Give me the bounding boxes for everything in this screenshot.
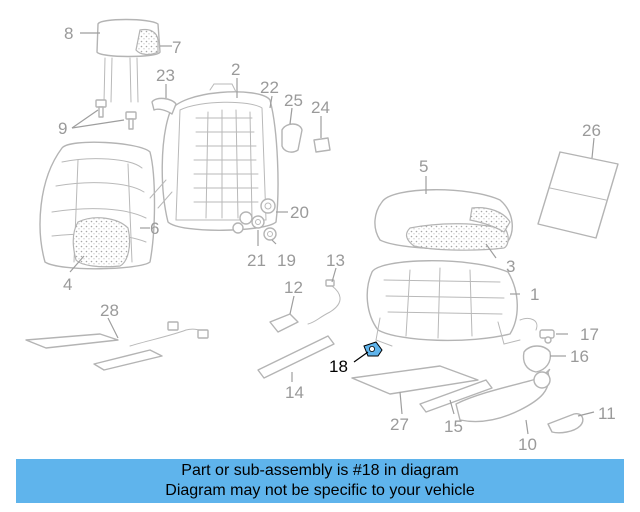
- callout-15: 15: [444, 417, 463, 436]
- callout-2: 2: [231, 60, 240, 79]
- callout-22: 22: [260, 78, 279, 97]
- motor-16: [522, 345, 552, 373]
- bracket-23: [151, 97, 177, 115]
- seat-cushion-frame: [366, 260, 538, 347]
- info-banner: Part or sub-assembly is #18 in diagram D…: [16, 459, 624, 503]
- knob-25: [281, 123, 303, 153]
- callout-4: 4: [63, 275, 72, 294]
- callout-labels: 8 7 23 2 22 25 24 9 26 5 20 6 21 19 3 13…: [58, 24, 616, 454]
- callout-3: 3: [506, 257, 515, 276]
- washer-21: [251, 215, 265, 229]
- headrest-guides: [95, 99, 137, 130]
- seat-parts-diagram: 8 7 23 2 22 25 24 9 26 5 20 6 21 19 3 13…: [25, 18, 619, 454]
- washer-20: [260, 198, 276, 214]
- callout-14: 14: [285, 383, 304, 402]
- callout-5: 5: [419, 157, 428, 176]
- callout-9: 9: [58, 119, 67, 138]
- trim-15: [419, 379, 493, 413]
- banner-line-2: Diagram may not be specific to your vehi…: [165, 482, 475, 499]
- seat-back-cover: [39, 141, 156, 270]
- clip-24: [313, 137, 331, 153]
- headrest: [96, 18, 161, 103]
- harness-28: [25, 321, 209, 371]
- trim-14: [257, 335, 335, 379]
- callout-10: 10: [518, 435, 537, 454]
- callout-19: 19: [277, 251, 296, 270]
- callout-20: 20: [290, 203, 309, 222]
- callout-12: 12: [284, 278, 303, 297]
- leader-lines: [69, 32, 595, 435]
- callout-11: 11: [598, 404, 616, 423]
- callout-23: 23: [156, 66, 175, 85]
- switch-12: [269, 313, 299, 333]
- cable-13: [307, 279, 341, 325]
- part-18-clip: [363, 341, 383, 357]
- callout-6: 6: [150, 219, 159, 238]
- callout-13: 13: [326, 251, 345, 270]
- callout-26: 26: [582, 121, 601, 140]
- callout-16: 16: [570, 347, 589, 366]
- callout-17: 17: [580, 325, 599, 344]
- panel-26: [537, 151, 619, 239]
- seat-back-frame: [149, 83, 279, 234]
- callout-25: 25: [284, 91, 303, 110]
- panel-27: [351, 365, 479, 395]
- callout-21: 21: [247, 251, 266, 270]
- callout-28: 28: [100, 301, 119, 320]
- callout-27: 27: [390, 415, 409, 434]
- side-shield-10: [455, 368, 551, 423]
- callout-1: 1: [530, 285, 539, 304]
- knob-11: [547, 412, 584, 434]
- callout-7: 7: [172, 38, 181, 57]
- callout-24: 24: [311, 98, 330, 117]
- banner-line-1: Part or sub-assembly is #18 in diagram: [181, 462, 459, 479]
- seat-cushion: [374, 189, 513, 251]
- washer-19: [263, 227, 277, 241]
- callout-18: 18: [329, 357, 348, 376]
- bolt-17: [539, 329, 555, 344]
- callout-8: 8: [64, 24, 73, 43]
